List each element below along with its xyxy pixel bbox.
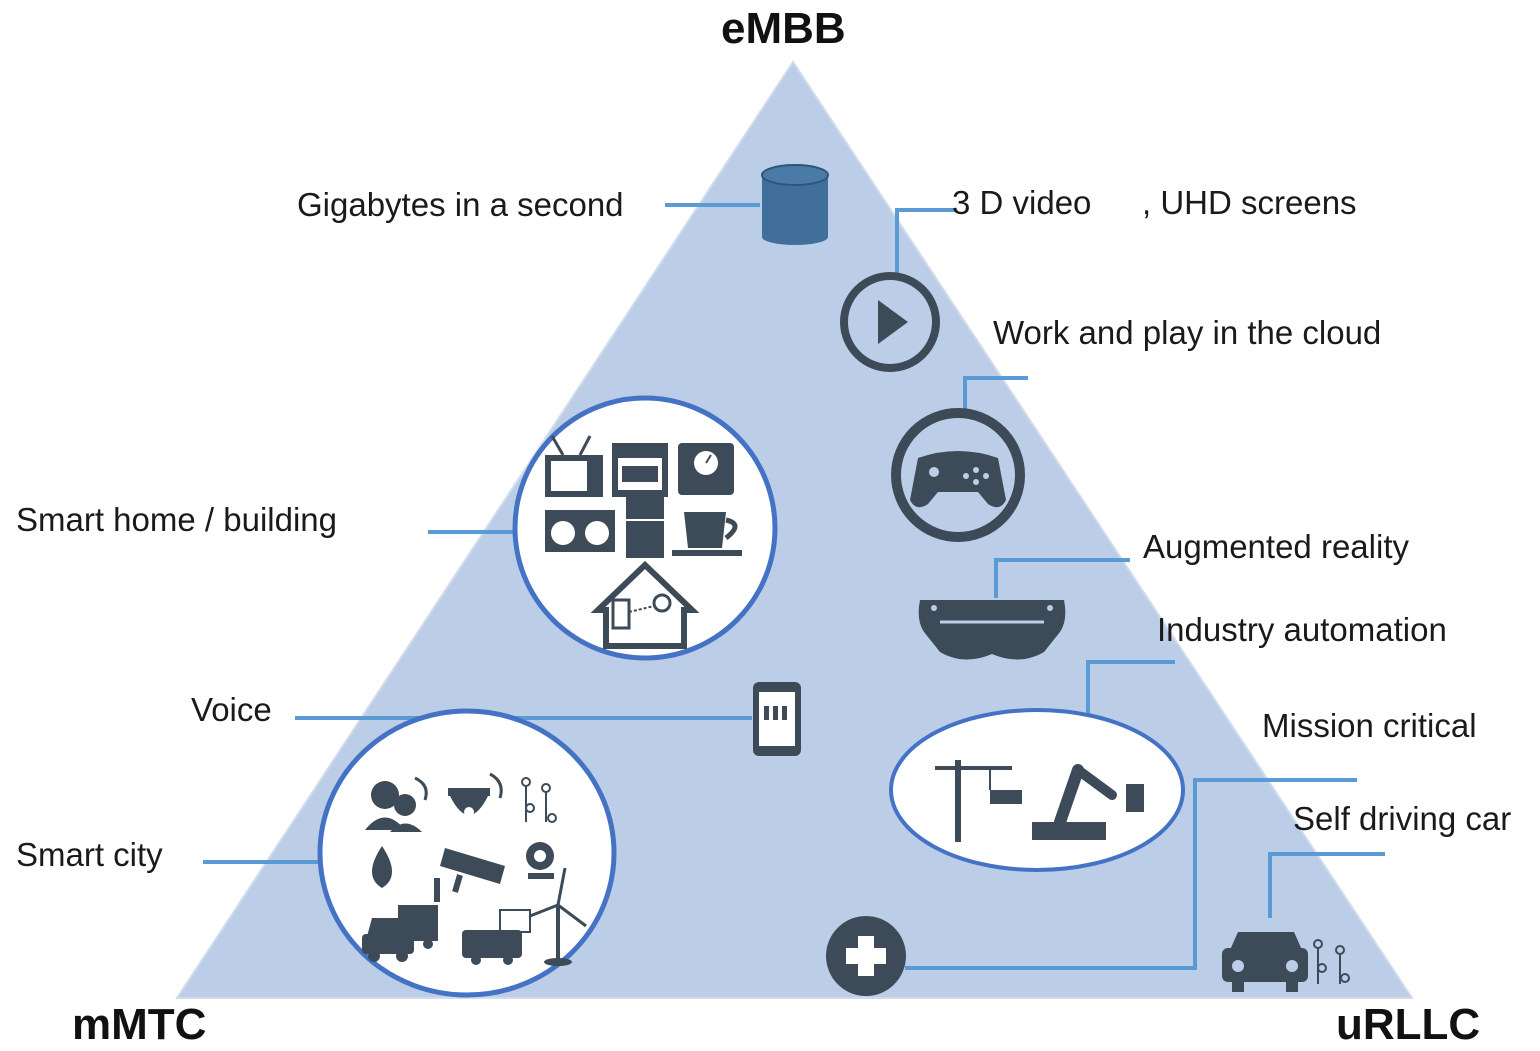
cup-icon bbox=[672, 512, 742, 556]
play-icon bbox=[840, 272, 940, 372]
truck-icon bbox=[398, 905, 438, 949]
van-icon bbox=[462, 909, 531, 965]
smart-home-circle bbox=[512, 395, 778, 661]
smart-house-icon bbox=[590, 560, 700, 649]
label-augmented-reality: Augmented reality bbox=[1143, 528, 1409, 565]
label-mission-critical: Mission critical bbox=[1262, 707, 1477, 744]
label-industry-automation: Industry automation bbox=[1157, 611, 1447, 648]
phone-icon bbox=[753, 682, 801, 756]
corner-label-urllc: uRLLC bbox=[1336, 1000, 1481, 1049]
label-cloud: Work and play in the cloud bbox=[993, 314, 1382, 351]
label-self-driving-car: Self driving car bbox=[1293, 800, 1512, 837]
ar-headset-icon bbox=[918, 600, 1066, 660]
cctv-icon bbox=[434, 848, 505, 902]
tv-icon bbox=[545, 435, 603, 497]
wind-turbine-icon bbox=[529, 867, 587, 966]
corner-label-mmtc: mMTC bbox=[72, 1000, 207, 1049]
smart-city-circle bbox=[317, 708, 617, 998]
label-smart-home: Smart home / building bbox=[16, 501, 337, 538]
corner-label-embb: eMBB bbox=[721, 4, 846, 53]
fridge-icon bbox=[626, 496, 664, 558]
label-3d-video: 3 D video bbox=[952, 184, 1092, 221]
label-smart-city: Smart city bbox=[16, 836, 163, 873]
oven-icon bbox=[612, 443, 668, 497]
database-icon bbox=[761, 164, 829, 245]
car-circuit-icon bbox=[1313, 939, 1350, 984]
label-voice: Voice bbox=[191, 691, 272, 728]
water-drop-icon bbox=[372, 846, 392, 888]
webcam-icon bbox=[526, 842, 554, 879]
label-gigabytes: Gigabytes in a second bbox=[297, 186, 624, 223]
medical-cross-icon bbox=[826, 916, 906, 996]
washing-machine-icon bbox=[545, 510, 615, 552]
crane-icon bbox=[935, 760, 1022, 842]
camera-dome-icon bbox=[448, 772, 503, 817]
self-driving-car-icon bbox=[1222, 932, 1308, 992]
circuit-icon bbox=[521, 777, 557, 823]
scale-icon bbox=[678, 443, 734, 495]
label-uhd-screens: , UHD screens bbox=[1142, 184, 1357, 221]
robot-arm-icon bbox=[1032, 764, 1144, 840]
people-icon bbox=[365, 776, 428, 832]
industry-circle bbox=[889, 708, 1185, 872]
connector-lines bbox=[203, 203, 1385, 970]
gamepad-icon bbox=[891, 408, 1025, 542]
